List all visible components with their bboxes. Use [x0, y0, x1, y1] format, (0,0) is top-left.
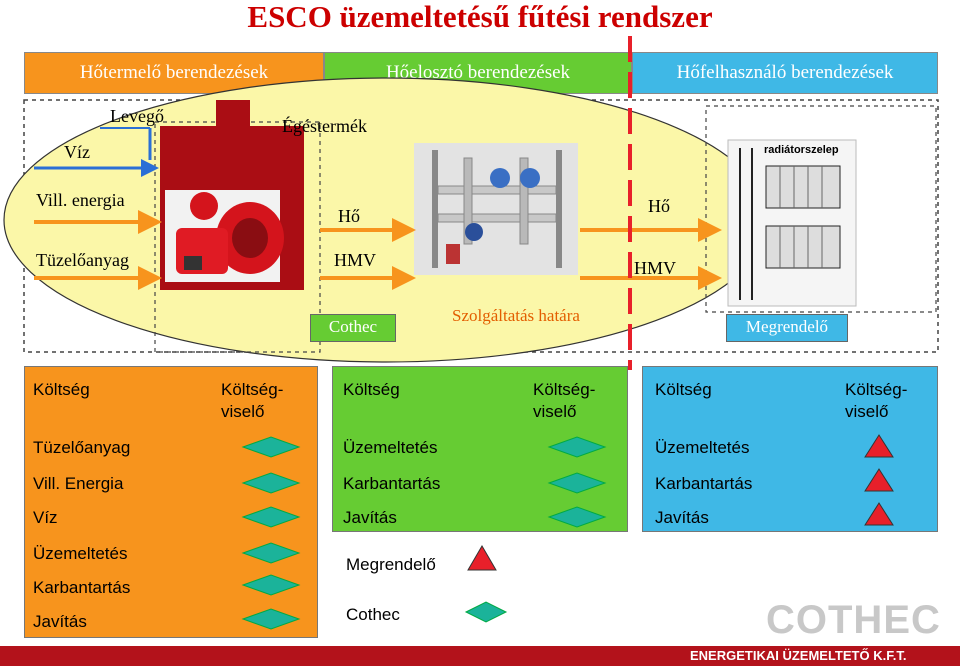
diamond-icon	[241, 436, 301, 458]
diamond-icon	[464, 601, 508, 623]
box-service-boundary: Szolgáltatás határa	[452, 306, 580, 325]
diamond-icon	[241, 574, 301, 596]
t3-row-0: Üzemeltetés	[655, 438, 750, 457]
label-hmv-1: HMV	[334, 250, 377, 270]
label-vill-energia: Vill. energia	[36, 190, 125, 210]
t1-header-bearer-1: Költség-	[221, 380, 284, 399]
t3-header-cost: Költség	[655, 380, 712, 399]
legend-cothec-label: Cothec	[346, 605, 400, 624]
label-tuzeloanyag: Tüzelőanyag	[36, 250, 129, 270]
cost-table-producer: Költség Költség- viselő Tüzelőanyag Vill…	[24, 366, 318, 638]
footer-bar	[0, 646, 960, 666]
t3-header-bearer-2: viselő	[845, 402, 889, 421]
pipework-image	[414, 143, 578, 275]
t1-header-bearer-2: viselő	[221, 402, 265, 421]
diamond-icon	[547, 472, 607, 494]
diamond-icon	[241, 472, 301, 494]
t2-bearer-icons	[547, 436, 607, 528]
t1-row-4: Karbantartás	[33, 578, 131, 597]
box-megrendelo: Megrendelő	[726, 314, 848, 342]
page-title: ESCO üzemeltetésű fűtési rendszer	[247, 0, 713, 34]
diamond-icon	[547, 436, 607, 458]
box-cothec: Cothec	[310, 314, 396, 342]
t3-header-bearer-1: Költség-	[845, 380, 908, 399]
t1-row-3: Üzemeltetés	[33, 544, 128, 563]
footer-tagline: ENERGETIKAI ÜZEMELTETŐ K.F.T.	[690, 648, 907, 663]
label-ho-1: Hő	[338, 206, 360, 226]
diamond-icon	[241, 608, 301, 630]
label-levego: Levegő	[110, 106, 164, 126]
label-egestermek: Égéstermék	[282, 116, 367, 136]
legend-icons	[464, 545, 508, 623]
t1-row-5: Javítás	[33, 612, 87, 631]
diamond-icon	[241, 542, 301, 564]
t3-row-2: Javítás	[655, 508, 709, 527]
cost-table-consumer: Költség Költség- viselő Üzemeltetés Karb…	[642, 366, 938, 532]
t1-row-1: Vill. Energia	[33, 474, 124, 493]
boiler-chimney	[216, 100, 250, 128]
label-hmv-2: HMV	[634, 258, 677, 278]
t3-row-1: Karbantartás	[655, 474, 753, 493]
triangle-icon	[467, 545, 497, 571]
t1-row-2: Víz	[33, 508, 58, 527]
diamond-icon	[547, 506, 607, 528]
t3-bearer-icons	[864, 434, 894, 526]
t2-row-0: Üzemeltetés	[343, 438, 438, 457]
legend-megrendelo-label: Megrendelő	[346, 555, 436, 574]
t2-header-cost: Költség	[343, 380, 400, 399]
cost-table-distributor: Költség Költség- viselő Üzemeltetés Karb…	[332, 366, 628, 532]
cothec-logo: COTHEC	[766, 598, 941, 642]
triangle-icon	[864, 502, 894, 526]
burner-image	[165, 190, 284, 282]
label-viz: Víz	[64, 142, 90, 162]
t2-row-2: Javítás	[343, 508, 397, 527]
t1-header-cost: Költség	[33, 380, 90, 399]
diamond-icon	[241, 506, 301, 528]
t2-header-bearer-2: viselő	[533, 402, 577, 421]
label-ho-2: Hő	[648, 196, 670, 216]
consumer-frame	[705, 105, 937, 313]
t1-bearer-icons	[241, 436, 301, 630]
header-consumer: Hőfelhasználó berendezések	[632, 52, 938, 94]
t2-header-bearer-1: Költség-	[533, 380, 596, 399]
radiator-image	[727, 139, 857, 307]
t2-row-1: Karbantartás	[343, 474, 441, 493]
triangle-icon	[864, 434, 894, 458]
t1-row-0: Tüzelőanyag	[33, 438, 131, 457]
label-radiatorszelep: radiátorszelep	[764, 144, 839, 156]
triangle-icon	[864, 468, 894, 492]
